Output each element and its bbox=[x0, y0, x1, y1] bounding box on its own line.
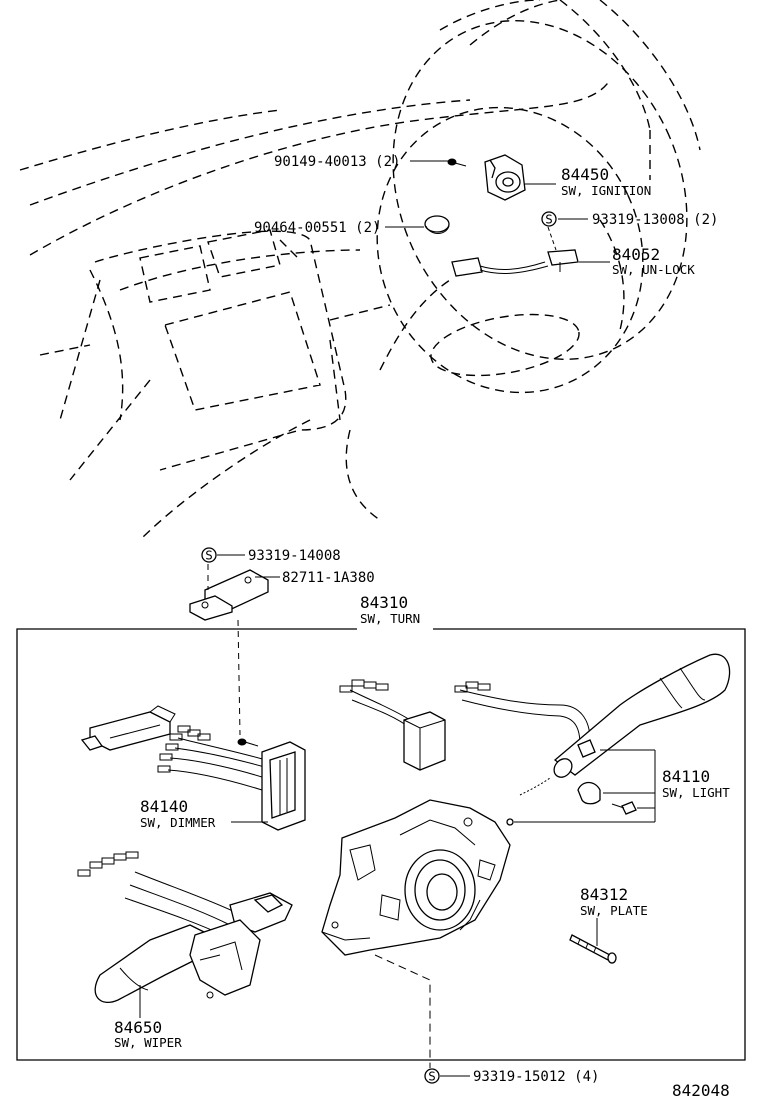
callout-sw-light: SW, LIGHT bbox=[662, 785, 730, 800]
screw-symbol-14008: S bbox=[201, 547, 217, 563]
wiper-switch-drawing bbox=[77, 851, 293, 1003]
clip-drawing bbox=[424, 215, 450, 234]
assembly-frame bbox=[16, 628, 746, 1061]
callout-93319-15012: 93319-15012 (4) bbox=[473, 1069, 599, 1085]
dash-15012 bbox=[374, 954, 431, 1068]
turn-switch-body-drawing bbox=[321, 799, 511, 956]
unlock-switch-drawing bbox=[451, 249, 579, 277]
screw-symbol-13008: S bbox=[541, 211, 557, 227]
callout-sw-plate: SW, PLATE bbox=[580, 903, 648, 918]
callout-84110: 84110 bbox=[662, 767, 710, 786]
relay-module-drawing bbox=[339, 679, 446, 771]
ignition-switch-drawing bbox=[484, 154, 526, 201]
steering-wheel bbox=[376, 20, 688, 394]
plate-drawing bbox=[569, 934, 617, 964]
svg-text:S: S bbox=[428, 1069, 436, 1084]
callout-sw-wiper: SW, WIPER bbox=[114, 1035, 182, 1050]
svg-text:S: S bbox=[545, 212, 553, 227]
callout-90464-00551: 90464-00551 (2) bbox=[254, 220, 380, 236]
callout-sw-dimmer: SW, DIMMER bbox=[140, 815, 216, 830]
connector-left-drawing bbox=[80, 705, 176, 751]
callout-93319-14008: 93319-14008 bbox=[248, 548, 341, 564]
screw-symbol-15012: S bbox=[424, 1068, 440, 1084]
callout-84140: 84140 bbox=[140, 797, 188, 816]
dashboard-outline bbox=[19, 0, 701, 541]
callout-sw-un-lock: SW, UN-LOCK bbox=[612, 262, 695, 277]
dimmer-switch-drawing bbox=[157, 725, 306, 831]
light-switch-leaders bbox=[514, 749, 656, 823]
callout-84052: 84052 bbox=[612, 245, 660, 264]
callout-84650: 84650 bbox=[114, 1018, 162, 1037]
svg-text:S: S bbox=[205, 548, 213, 563]
callout-sw-ignition: SW, IGNITION bbox=[561, 183, 651, 198]
callout-90149-40013: 90149-40013 (2) bbox=[274, 154, 400, 170]
drawing-number: 842048 bbox=[672, 1081, 730, 1100]
callout-84450: 84450 bbox=[561, 165, 609, 184]
callout-82711-1a380: 82711-1A380 bbox=[282, 570, 375, 586]
callout-84310: 84310 bbox=[360, 593, 408, 612]
bracket-drawing bbox=[189, 569, 269, 621]
dash-bracket bbox=[237, 619, 241, 736]
callout-93319-13008: 93319-13008 (2) bbox=[592, 212, 718, 228]
upper-leaders bbox=[385, 160, 610, 263]
callout-84312: 84312 bbox=[580, 885, 628, 904]
callout-sw-turn: SW, TURN bbox=[360, 611, 420, 626]
light-switch-drawing bbox=[454, 653, 731, 826]
bolt-drawing bbox=[447, 158, 467, 167]
